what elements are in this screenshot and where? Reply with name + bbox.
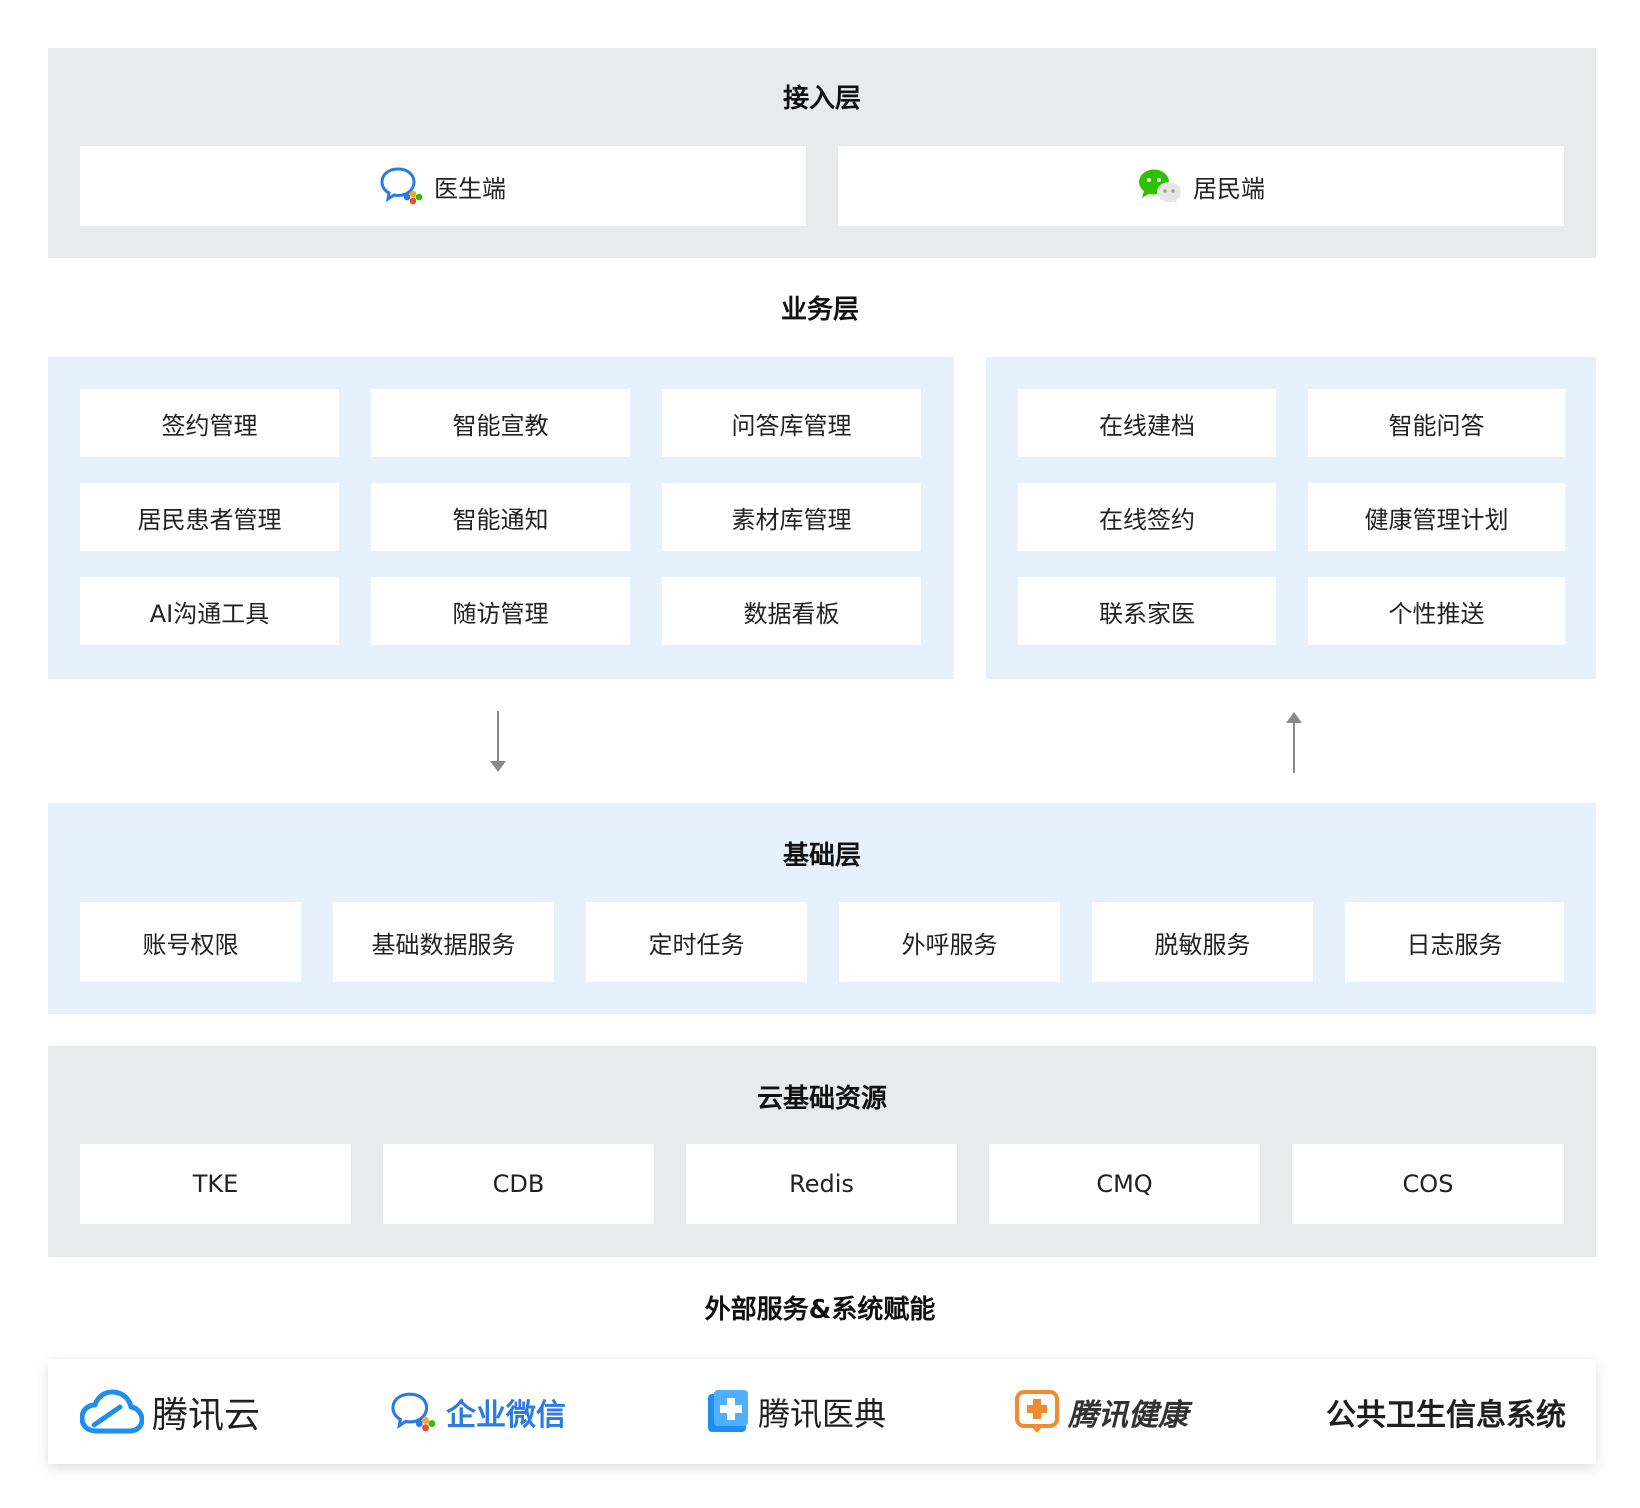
tencent-cloud-label: 腾讯云: [152, 1394, 261, 1436]
doctor-client-label: 医生端: [434, 174, 506, 203]
foundation-layer-title: 基础层: [782, 841, 861, 871]
module-box: AI沟通工具: [80, 577, 339, 645]
public-health-system-label: 公共卫生信息系统: [1326, 1397, 1566, 1433]
module-box: 素材库管理: [662, 483, 921, 551]
module-box: 签约管理: [80, 389, 339, 457]
module-box: 随访管理: [371, 577, 630, 645]
cloud-resources-title: 云基础资源: [756, 1084, 887, 1114]
foundation-item: 基础数据服务: [333, 902, 554, 982]
tencent-health-icon: [1015, 1389, 1059, 1433]
doctor-client-box: 医生端: [80, 146, 806, 226]
down-arrow-icon: [490, 711, 506, 772]
foundation-item: 脱敏服务: [1092, 902, 1313, 982]
foundation-item: 账号权限: [80, 902, 301, 982]
wechat-icon: [1137, 167, 1183, 205]
resident-client-box: 居民端: [838, 146, 1564, 226]
cloud-resource-item: Redis: [686, 1144, 957, 1224]
tencent-yidian-label: 腾讯医典: [758, 1394, 887, 1433]
module-box: 数据看板: [662, 577, 921, 645]
business-layer-title: 业务层: [780, 295, 859, 325]
tencent-cloud-logo: 腾讯云: [80, 1359, 260, 1464]
cloud-resource-item: TKE: [80, 1144, 351, 1224]
module-box: 智能宣教: [371, 389, 630, 457]
module-box: 智能问答: [1308, 389, 1565, 457]
wecom-icon: [391, 1392, 436, 1431]
tencent-yidian-logo: 腾讯医典: [706, 1359, 886, 1464]
access-layer-title: 接入层: [782, 84, 861, 114]
module-box: 联系家医: [1018, 577, 1276, 645]
module-box: 问答库管理: [662, 389, 921, 457]
cloud-resources-panel: 云基础资源 TKE CDB Redis CMQ COS: [48, 1046, 1596, 1257]
external-services-title: 外部服务&系统赋能: [704, 1295, 936, 1325]
module-box: 居民患者管理: [80, 483, 339, 551]
tencent-cloud-icon: [80, 1389, 144, 1433]
cloud-resource-item: COS: [1292, 1144, 1564, 1224]
external-logos-bar: 腾讯云 企业微信 腾讯医典 腾讯健康 公共卫生信息系统: [48, 1359, 1596, 1464]
module-box: 在线签约: [1018, 483, 1276, 551]
up-arrow-icon: [1286, 712, 1302, 773]
wecom-logo: 企业微信: [390, 1359, 566, 1464]
module-box: 在线建档: [1018, 389, 1276, 457]
tencent-yidian-icon: [708, 1389, 748, 1432]
foundation-item: 定时任务: [586, 902, 807, 982]
access-layer-panel: 接入层 医生端 居民端: [48, 48, 1596, 258]
module-box: 健康管理计划: [1308, 483, 1565, 551]
doctor-modules-panel: 签约管理 智能宣教 问答库管理 居民患者管理 智能通知 素材库管理 AI沟通工具…: [48, 357, 954, 679]
foundation-item: 外呼服务: [839, 902, 1060, 982]
cloud-resource-item: CMQ: [989, 1144, 1260, 1224]
module-box: 智能通知: [371, 483, 630, 551]
cloud-resource-item: CDB: [383, 1144, 654, 1224]
foundation-item: 日志服务: [1345, 902, 1564, 982]
public-health-system-logo: 公共卫生信息系统: [1326, 1359, 1566, 1464]
module-box: 个性推送: [1308, 577, 1565, 645]
resident-client-label: 居民端: [1193, 174, 1265, 203]
wecom-icon: [380, 166, 424, 206]
resident-modules-panel: 在线建档 智能问答 在线签约 健康管理计划 联系家医 个性推送: [986, 357, 1596, 679]
wecom-label: 企业微信: [446, 1397, 566, 1433]
tencent-health-label: 腾讯健康: [1068, 1397, 1188, 1433]
foundation-layer-panel: 基础层 账号权限 基础数据服务 定时任务 外呼服务 脱敏服务 日志服务: [48, 803, 1596, 1014]
tencent-health-logo: 腾讯健康: [1014, 1359, 1188, 1464]
